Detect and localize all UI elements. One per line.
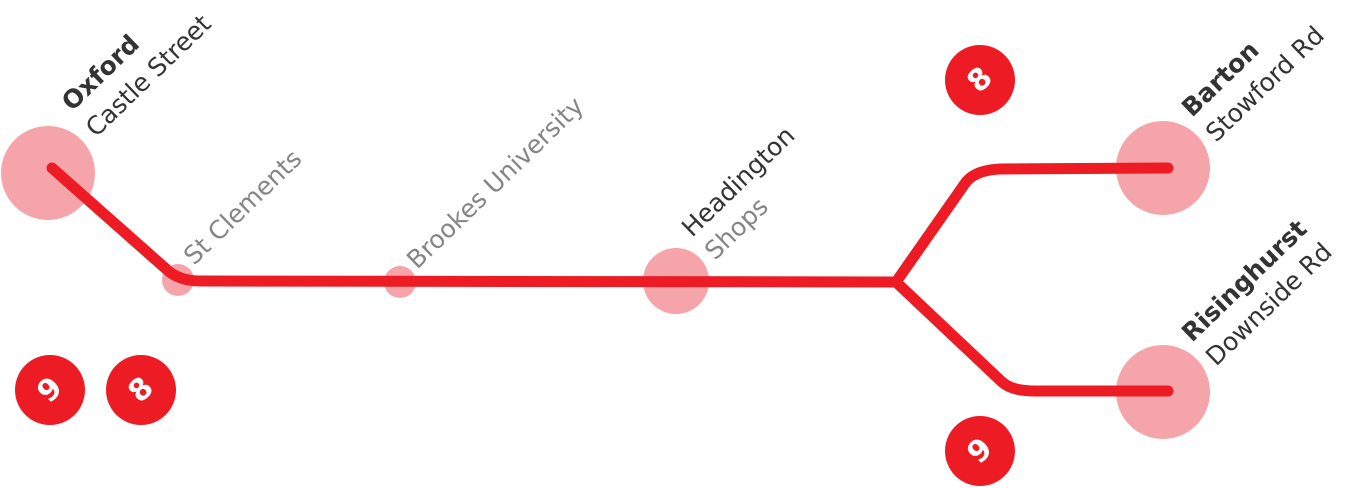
route-line-main [46, 162, 902, 288]
route-badge-8-top-right[interactable]: 8 [945, 45, 1015, 115]
label-barton: Barton Stowford Rd [1176, 21, 1330, 148]
label-headington: Headington Shops [676, 121, 800, 266]
route-line-branch-barton [890, 162, 1174, 288]
badge-circle [15, 355, 85, 425]
badge-circle [945, 45, 1015, 115]
route-badge-9-left[interactable]: 9 [15, 355, 85, 425]
station-marker-oxford[interactable] [1, 126, 95, 220]
badge-circle [106, 355, 176, 425]
station-name-brookes: Brookes University [401, 91, 589, 274]
route-badge-8-left[interactable]: 8 [106, 355, 176, 425]
route-badge-9-bottom-right[interactable]: 9 [945, 416, 1015, 486]
label-risinghurst: Risinghurst Downside Rd [1176, 214, 1338, 371]
station-name-st-clements: St Clements [178, 144, 307, 270]
route-line-branch-risinghurst [890, 276, 1174, 397]
badge-circle [945, 416, 1015, 486]
label-oxford: Oxford Castle Street [56, 9, 217, 142]
